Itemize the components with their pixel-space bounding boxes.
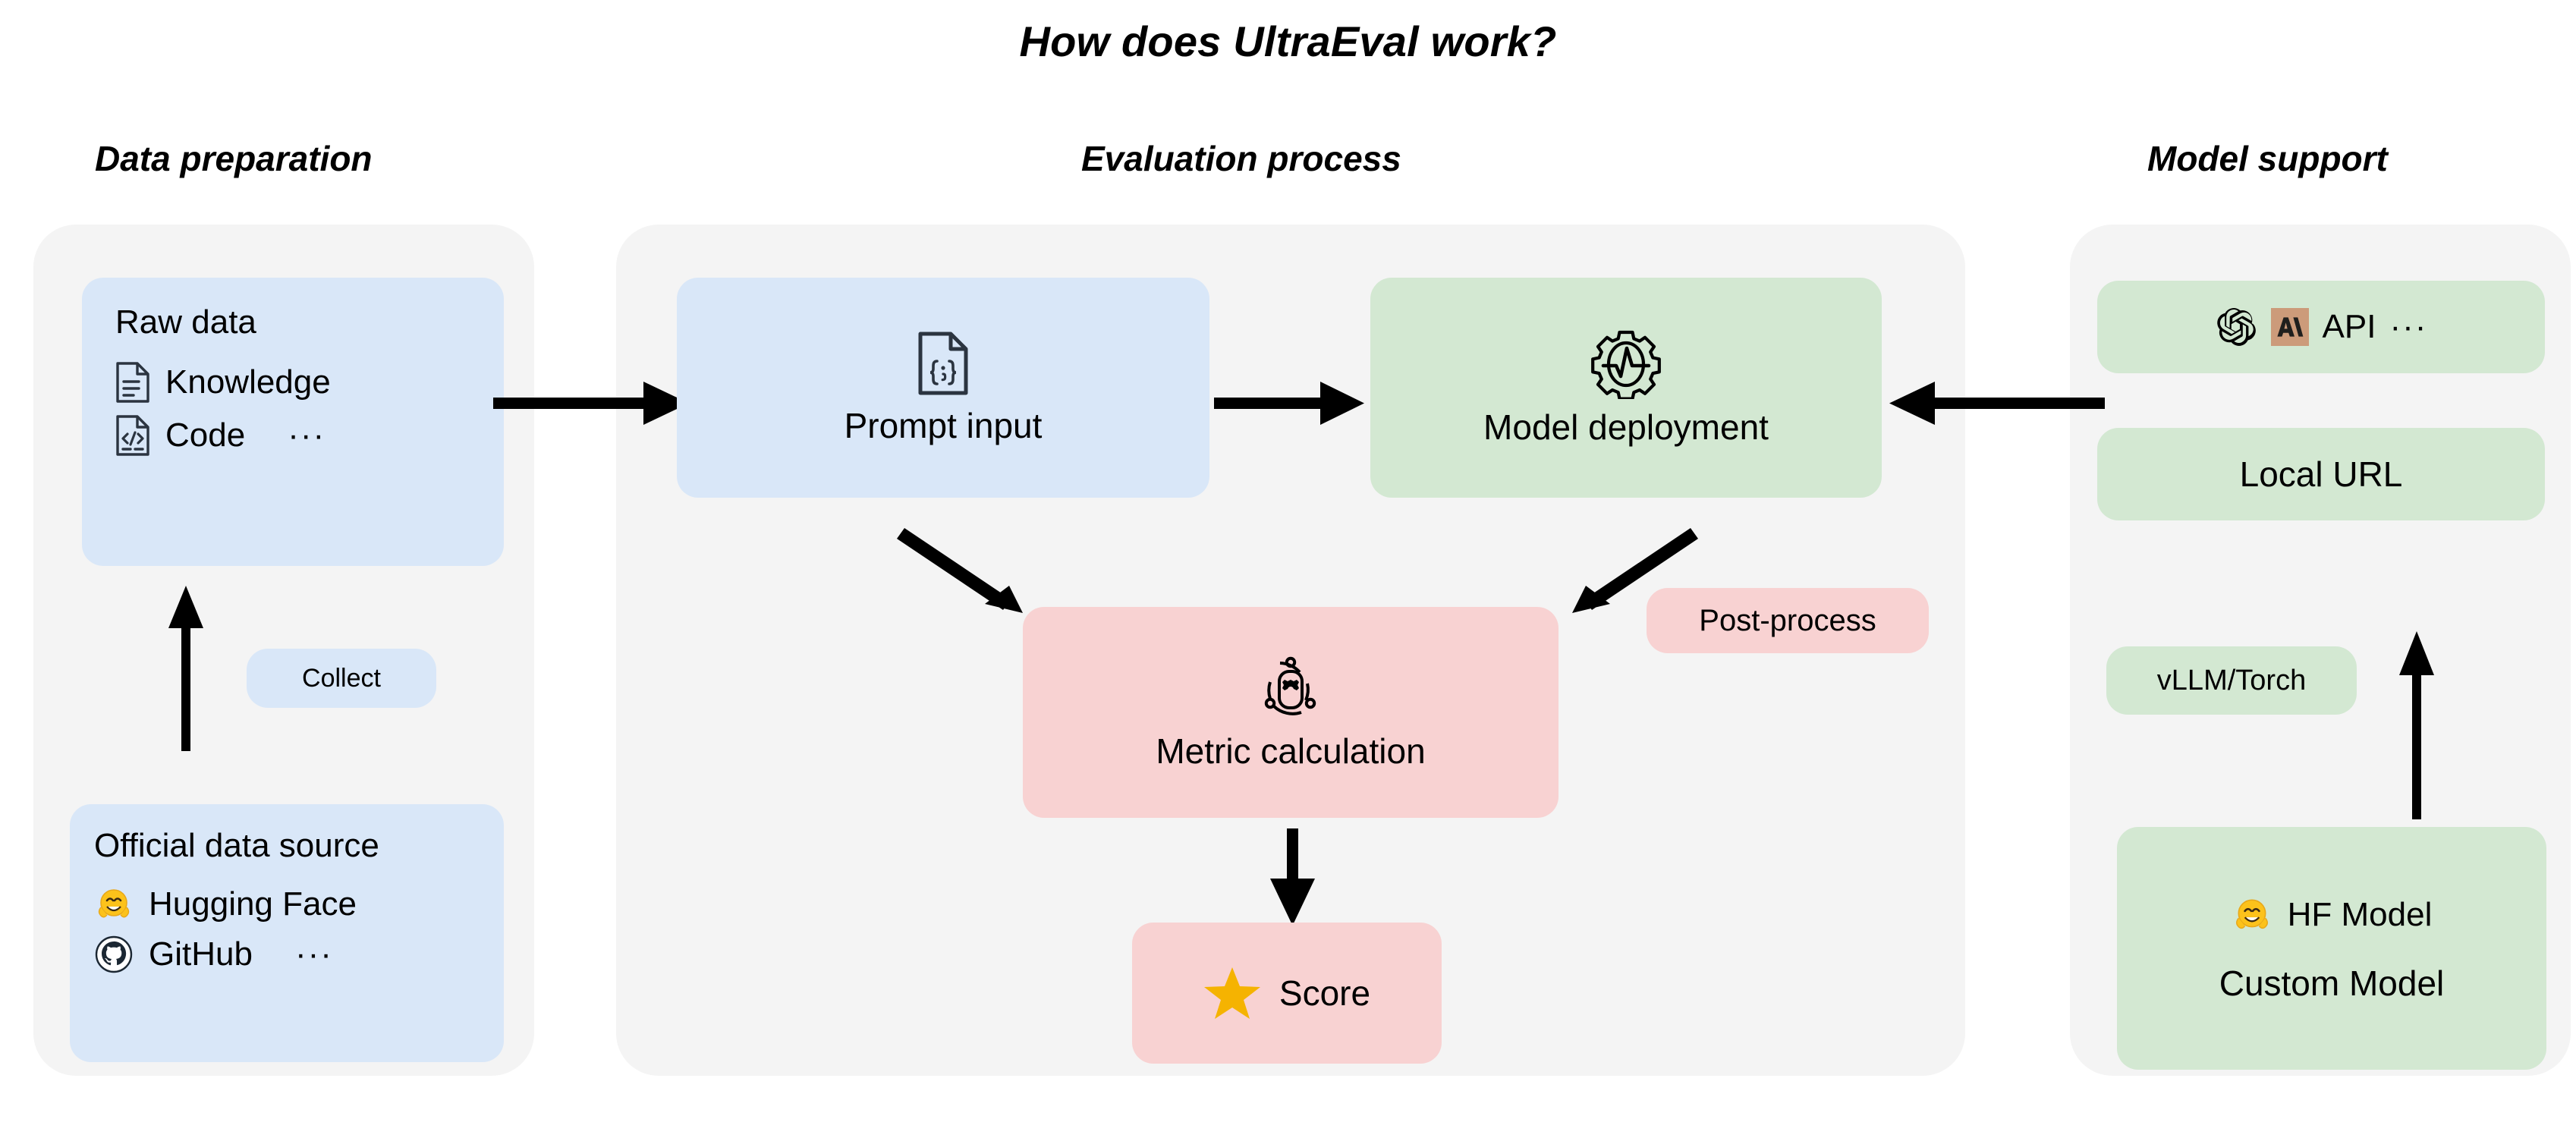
openai-icon <box>2215 306 2257 348</box>
post-process-chip[interactable]: Post-process <box>1647 588 1929 653</box>
code-file-icon <box>115 414 150 457</box>
orbit-gear-icon <box>1256 655 1326 725</box>
api-ellipsis: ··· <box>2389 307 2428 345</box>
collect-chip-label: Collect <box>302 663 381 693</box>
arrow-metric-calculation-to-score <box>1270 828 1315 926</box>
document-icon <box>115 361 150 404</box>
json-file-icon <box>917 331 969 396</box>
github-icon <box>94 935 134 974</box>
section-title-evaluation-process: Evaluation process <box>1081 139 1401 178</box>
raw-data-item-ellipsis: ··· <box>288 417 326 454</box>
raw-data-item-label: Knowledge <box>165 363 331 401</box>
official-source-item-github[interactable]: GitHub ··· <box>94 935 333 974</box>
raw-data-heading: Raw data <box>115 303 256 341</box>
score-box[interactable]: Score <box>1132 923 1442 1064</box>
backend-chip[interactable]: vLLM/Torch <box>2106 646 2357 715</box>
hf-model-row[interactable]: HF Model <box>2232 894 2433 935</box>
official-source-item-hugging-face[interactable]: Hugging Face <box>94 885 399 924</box>
raw-data-box[interactable]: Raw data Knowledge <box>82 278 504 566</box>
arrow-model-support-to-model-deployment <box>1889 382 2105 425</box>
backend-chip-label: vLLM/Torch <box>2156 664 2307 696</box>
anthropic-icon <box>2270 308 2309 346</box>
arrow-raw-data-to-prompt-input <box>493 382 689 425</box>
arrow-prompt-input-to-model-deployment <box>1214 382 1364 425</box>
arrow-post-process-to-metric-calculation <box>1572 528 1698 613</box>
section-title-data-preparation: Data preparation <box>95 139 373 178</box>
star-icon <box>1203 966 1261 1020</box>
hugging-face-icon <box>2232 894 2272 935</box>
local-url-label: Local URL <box>2239 454 2403 494</box>
arrow-source-to-raw-data <box>168 586 203 751</box>
score-label: Score <box>1279 973 1371 1013</box>
official-source-item-label: Hugging Face <box>149 885 357 923</box>
raw-data-item-knowledge[interactable]: Knowledge <box>115 361 373 404</box>
arrow-models-to-api <box>2399 631 2434 819</box>
model-deployment-label: Model deployment <box>1483 407 1769 447</box>
api-box[interactable]: API ··· <box>2097 281 2545 373</box>
official-source-item-label: GitHub <box>149 935 253 973</box>
prompt-input-label: Prompt input <box>844 405 1043 445</box>
official-source-item-ellipsis: ··· <box>294 935 333 973</box>
model-deployment-box[interactable]: Model deployment <box>1370 278 1882 498</box>
official-data-source-box[interactable]: Official data source Hugging Face <box>70 804 504 1062</box>
page-title: How does UltraEval work? <box>1019 17 1557 65</box>
hf-model-label: HF Model <box>2287 895 2433 933</box>
metric-calculation-label: Metric calculation <box>1156 731 1426 771</box>
raw-data-item-label: Code <box>165 417 246 454</box>
gear-pulse-icon <box>1591 329 1661 399</box>
metric-calculation-box[interactable]: Metric calculation <box>1023 607 1558 818</box>
local-url-box[interactable]: Local URL <box>2097 428 2545 520</box>
raw-data-item-code[interactable]: Code ··· <box>115 414 326 457</box>
post-process-chip-label: Post-process <box>1699 603 1876 637</box>
custom-model-label: Custom Model <box>2219 963 2445 1003</box>
prompt-input-box[interactable]: Prompt input <box>677 278 1209 498</box>
api-label: API <box>2322 307 2376 345</box>
section-title-model-support: Model support <box>2147 139 2388 178</box>
arrow-prompt-input-to-metric-calculation <box>897 528 1023 613</box>
models-box[interactable]: HF Model Custom Model <box>2117 827 2546 1070</box>
hugging-face-icon <box>94 885 134 924</box>
official-data-source-heading: Official data source <box>94 827 379 864</box>
collect-chip[interactable]: Collect <box>247 649 436 708</box>
